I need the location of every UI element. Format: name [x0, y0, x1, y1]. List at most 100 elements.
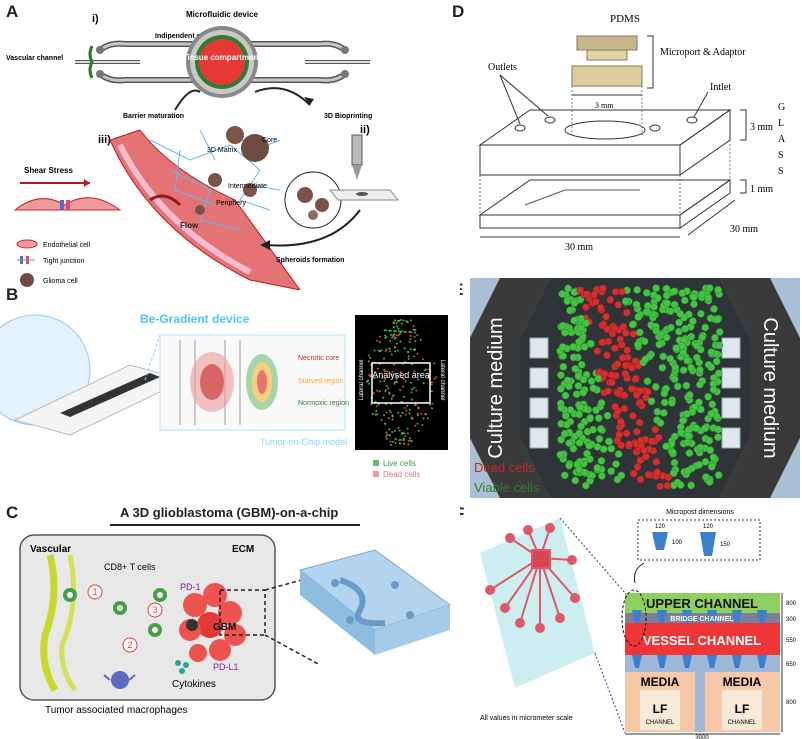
fluorescent-cell [403, 407, 406, 409]
dead-cell [654, 433, 663, 442]
fluorescence-image [355, 315, 448, 450]
fluorescent-cell [388, 428, 391, 431]
barrier-label: Barrier maturation [123, 113, 184, 120]
viable-cell [642, 308, 651, 316]
tumor-chip-detail [179, 340, 278, 425]
fluorescent-cell [388, 409, 391, 412]
fluorescent-cell [396, 325, 399, 328]
dead-cells-label: Dead cells [474, 460, 535, 475]
fluorescent-cell [416, 352, 419, 355]
fluorescent-cell [374, 400, 377, 403]
fluorescent-cell [399, 442, 402, 445]
viable-cell [670, 458, 679, 467]
fluorescent-cell [414, 340, 417, 343]
viable-cell [603, 411, 612, 420]
fluorescent-cell [389, 329, 392, 332]
dead-cell [600, 369, 609, 378]
fluorescent-cell [395, 334, 398, 337]
fluorescent-cell [385, 329, 388, 332]
fluorescent-cell [393, 363, 396, 366]
fluorescent-cell [402, 395, 405, 398]
glioma-core [241, 134, 269, 162]
fluorescent-cell [403, 347, 406, 350]
fluorescent-cell [411, 388, 414, 391]
legend-glioma: Glioma cell [43, 278, 78, 285]
dead-cell [615, 430, 623, 439]
viable-cell [697, 309, 705, 318]
viable-cell [597, 399, 606, 407]
viable-cell [612, 460, 620, 468]
viable-cell [679, 366, 688, 375]
fluorescent-cell [394, 330, 397, 333]
fluorescent-cell [390, 443, 393, 446]
zoom-line [144, 334, 161, 381]
media-left-label: MEDIA [641, 675, 680, 689]
viable-cell [583, 427, 592, 436]
glass-block [478, 74, 732, 176]
viable-cell [675, 318, 683, 327]
viable-cell [685, 391, 694, 399]
viable-cell [572, 390, 581, 399]
viable-cell [685, 449, 694, 457]
necrotic-label: Necrotic core [298, 355, 339, 362]
fluorescent-cell [377, 367, 379, 370]
glass-s2: S [778, 166, 784, 177]
fluorescent-cell [408, 331, 411, 334]
core-label: Core [262, 137, 277, 144]
viable-cell [592, 406, 600, 415]
viable-cell [704, 294, 713, 302]
viable-cell [662, 284, 671, 293]
fluorescent-cell [386, 433, 389, 436]
viable-cell [663, 299, 671, 308]
dead-cell [610, 324, 619, 333]
dead-cell [631, 357, 640, 365]
viable-cell [675, 327, 683, 336]
viable-cell [557, 403, 565, 412]
viable-cell [577, 360, 586, 369]
viable-cell [575, 465, 583, 474]
fluorescent-cell [413, 370, 416, 373]
fluorescent-cell [384, 377, 387, 380]
dead-cell [629, 330, 638, 338]
fluorescent-cell [435, 376, 438, 379]
viable-cell [682, 381, 691, 390]
viable-cell [565, 439, 574, 448]
fluorescent-cell [399, 340, 402, 343]
viable-cell [676, 310, 685, 318]
viable-cell [576, 403, 584, 412]
microposts [632, 610, 767, 668]
dead-cell [635, 418, 644, 427]
fluorescent-cell [407, 439, 410, 442]
fluorescent-cell [413, 335, 416, 338]
fluorescent-cell [383, 329, 386, 332]
viable-cell [557, 435, 565, 444]
viable-cell [571, 476, 580, 485]
dead-cell [582, 303, 590, 312]
dead-cell [611, 402, 620, 411]
pdl1-label: PD-L1 [213, 662, 239, 672]
viable-cell [656, 419, 665, 427]
legend-tight-junction: Tight junction [43, 258, 84, 265]
viable-cell [570, 299, 579, 307]
viable-cell [707, 348, 716, 357]
post2-h: 150 [720, 542, 731, 548]
panel-a-figure: i) Microfluidic device Indipendent chann… [6, 10, 400, 290]
sub-ii-label: ii) [360, 124, 370, 136]
viable-cell [715, 328, 724, 336]
viable-cell [593, 464, 602, 472]
viable-cell [660, 398, 669, 407]
viable-cell [712, 357, 721, 366]
viable-cell [698, 290, 707, 298]
fluorescent-cell [424, 413, 427, 415]
viable-cell [577, 422, 585, 431]
fluorescent-cell [414, 331, 416, 334]
fluorescent-cell [391, 418, 394, 421]
fluorescent-cell [408, 412, 411, 415]
outlets-label: Outlets [488, 62, 517, 73]
dim-3mm-h-label: 3 mm [750, 122, 773, 133]
panel-f-label: F [460, 504, 464, 524]
viable-cell [684, 432, 693, 440]
viable-cell [662, 291, 671, 300]
fluorescent-cell [411, 417, 414, 420]
viable-cell [679, 416, 687, 425]
